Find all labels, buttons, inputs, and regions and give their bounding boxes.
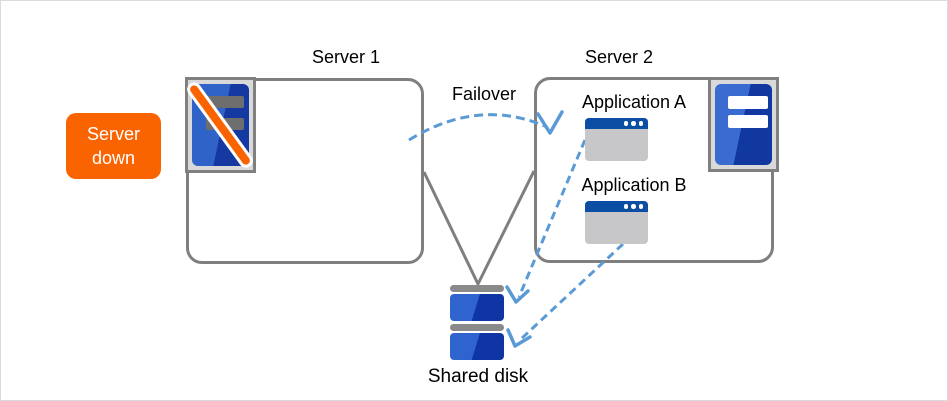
disk-cap [450, 324, 504, 331]
app-a-to-disk-arrowhead-icon [505, 285, 530, 304]
server-down-badge: Server down [66, 113, 161, 179]
server-ok-icon [715, 84, 772, 165]
app-window-titlebar [585, 118, 648, 129]
app-b-to-disk-arrowhead-icon [506, 328, 532, 348]
shared-disk-icon [450, 285, 504, 363]
application-b-label: Application B [581, 175, 687, 195]
server1-title: Server 1 [311, 47, 381, 67]
dot-icon [623, 204, 628, 209]
dot-icon [631, 204, 636, 209]
application-b-window-icon [585, 201, 648, 244]
server-slot-bar [206, 96, 244, 108]
application-a-label: Application A [581, 92, 687, 112]
shared-disk-label: Shared disk [427, 366, 529, 387]
app-window-buttons-icon [623, 121, 643, 126]
dot-icon [638, 121, 643, 126]
app-window-buttons-icon [623, 204, 643, 209]
server2-icon-frame [708, 77, 779, 172]
dot-icon [638, 204, 643, 209]
application-a-window-icon [585, 118, 648, 161]
disk-body [450, 333, 504, 360]
server1-icon-frame [184, 77, 256, 173]
dot-icon [623, 121, 628, 126]
dot-icon [631, 121, 636, 126]
failover-arrow-line [408, 113, 548, 142]
app-window-titlebar [585, 201, 648, 212]
disk-cap [450, 285, 504, 292]
server-slot-bar [728, 115, 768, 128]
server-slot-bar [728, 96, 768, 109]
failover-label: Failover [451, 84, 517, 104]
server2-title: Server 2 [584, 47, 654, 67]
disk-connector-lines [422, 170, 536, 286]
disk-body [450, 294, 504, 321]
